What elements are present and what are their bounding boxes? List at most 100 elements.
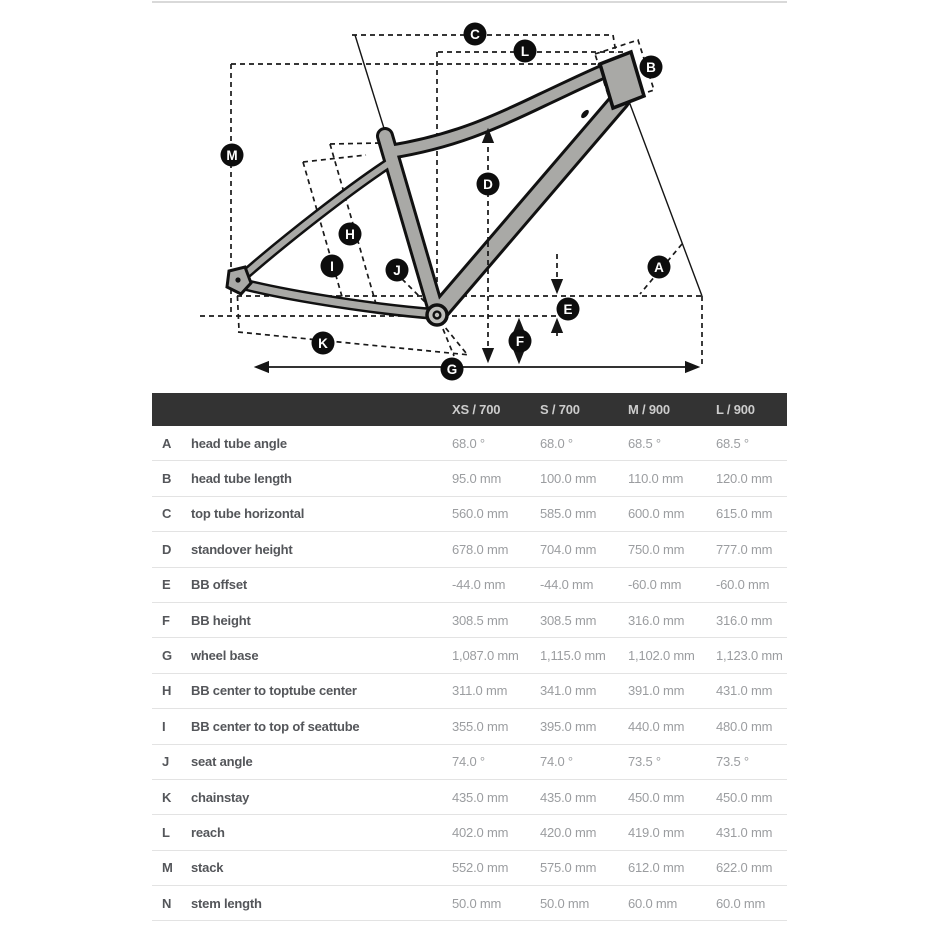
toptube-center-top-connector — [329, 142, 381, 145]
table-row: G wheel base 1,087.0 mm 1,115.0 mm 1,102… — [152, 638, 787, 674]
marker-letter-L: L — [521, 44, 529, 59]
row-value-xs: 435.0 mm — [452, 789, 509, 805]
row-key: L — [162, 824, 170, 840]
table-row: D standover height 678.0 mm 704.0 mm 750… — [152, 532, 787, 568]
seattube-top-connector — [302, 154, 367, 163]
table-body: A head tube angle 68.0 ° 68.0 ° 68.5 ° 6… — [152, 426, 787, 922]
row-value-l: 431.0 mm — [716, 683, 773, 699]
dimension-arrows — [253, 127, 701, 374]
marker-letter-C: C — [470, 27, 480, 42]
row-value-xs: 402.0 mm — [452, 824, 509, 840]
row-key: N — [162, 895, 172, 911]
marker-M — [220, 143, 244, 167]
table-row: L reach 402.0 mm 420.0 mm 419.0 mm 431.0… — [152, 815, 787, 851]
row-value-m: 612.0 mm — [628, 860, 685, 876]
row-label: chainstay — [191, 789, 250, 805]
steering-axis-line — [623, 87, 703, 297]
marker-L — [513, 39, 537, 63]
seattube — [379, 130, 443, 320]
row-key: M — [162, 860, 173, 876]
row-value-l: 316.0 mm — [716, 612, 773, 628]
marker-J — [385, 258, 409, 282]
row-label: top tube horizontal — [191, 506, 305, 522]
head-tube-bracket — [593, 38, 656, 106]
row-value-xs: 68.0 ° — [452, 435, 485, 451]
column-header-s: S / 700 — [540, 402, 580, 417]
row-key: F — [162, 612, 170, 628]
row-label: head tube length — [191, 471, 292, 487]
headtube — [597, 49, 647, 111]
row-value-s: 50.0 mm — [540, 895, 590, 911]
row-value-s: 341.0 mm — [540, 683, 597, 699]
marker-H — [338, 222, 362, 246]
row-value-l: 777.0 mm — [716, 541, 773, 557]
marker-letter-G: G — [447, 362, 458, 377]
marker-letter-I: I — [330, 259, 334, 274]
row-value-xs: 95.0 mm — [452, 471, 502, 487]
row-value-s: 704.0 mm — [540, 541, 597, 557]
table-row: H BB center to toptube center 311.0 mm 3… — [152, 673, 787, 710]
table-row: E BB offset -44.0 mm -44.0 mm -60.0 mm -… — [152, 567, 787, 603]
row-value-l: 120.0 mm — [716, 471, 773, 487]
chainstay — [234, 279, 440, 318]
rear-axle-icon — [235, 277, 241, 283]
table-row: A head tube angle 68.0 ° 68.0 ° 68.5 ° 6… — [152, 426, 787, 462]
row-key: E — [162, 577, 171, 593]
row-value-s: 435.0 mm — [540, 789, 597, 805]
row-key: J — [162, 754, 170, 770]
head-angle-callout — [639, 243, 683, 295]
marker-letter-B: B — [646, 60, 656, 75]
row-value-m: 1,102.0 mm — [628, 648, 695, 664]
marker-letter-H: H — [345, 227, 355, 242]
seat-axis-extension — [442, 328, 455, 357]
seattube-offset-line — [302, 161, 346, 308]
row-value-s: 1,115.0 mm — [540, 648, 606, 664]
row-value-m: 450.0 mm — [628, 789, 685, 805]
chainstay-left-connector — [236, 286, 240, 331]
row-value-s: 68.0 ° — [540, 435, 573, 451]
column-header-m: M / 900 — [628, 402, 670, 417]
row-label: reach — [191, 824, 225, 840]
row-label: BB center to top of seattube — [191, 718, 360, 734]
column-header-xs: XS / 700 — [452, 402, 501, 417]
row-key: D — [162, 541, 172, 557]
marker-D — [476, 172, 500, 196]
row-value-m: 600.0 mm — [628, 506, 685, 522]
table-row: K chainstay 435.0 mm 435.0 mm 450.0 mm 4… — [152, 779, 787, 816]
table-row: J seat angle 74.0 ° 74.0 ° 73.5 ° 73.5 ° — [152, 744, 787, 780]
row-value-s: 585.0 mm — [540, 506, 597, 522]
bottom-bracket — [425, 303, 449, 327]
row-label: seat angle — [191, 754, 253, 770]
row-value-xs: 560.0 mm — [452, 506, 509, 522]
row-value-s: 100.0 mm — [540, 471, 597, 487]
row-value-l: -60.0 mm — [716, 577, 770, 593]
row-value-l: 68.5 ° — [716, 435, 749, 451]
row-value-l: 450.0 mm — [716, 789, 773, 805]
marker-letter-A: A — [654, 260, 664, 275]
row-label: standover height — [191, 541, 293, 557]
row-value-xs: 74.0 ° — [452, 754, 485, 770]
row-value-s: 420.0 mm — [540, 824, 597, 840]
toptube — [384, 63, 617, 157]
top-tube-riser — [612, 34, 617, 54]
marker-K — [311, 331, 335, 355]
marker-letter-M: M — [226, 148, 237, 163]
row-value-l: 73.5 ° — [716, 754, 749, 770]
frame-tubes — [234, 63, 628, 320]
row-value-m: 440.0 mm — [628, 718, 685, 734]
row-key: I — [162, 718, 166, 734]
cable-port — [581, 109, 589, 119]
downtube — [432, 92, 628, 318]
row-label: BB height — [191, 612, 251, 628]
table-row: F BB height 308.5 mm 308.5 mm 316.0 mm 3… — [152, 602, 787, 639]
row-value-s: 575.0 mm — [540, 860, 597, 876]
row-label: BB center to toptube center — [191, 683, 357, 699]
row-value-xs: 308.5 mm — [452, 612, 509, 628]
row-value-l: 60.0 mm — [716, 895, 766, 911]
row-value-s: 308.5 mm — [540, 612, 597, 628]
row-label: BB offset — [191, 577, 247, 593]
row-value-m: -60.0 mm — [628, 577, 682, 593]
